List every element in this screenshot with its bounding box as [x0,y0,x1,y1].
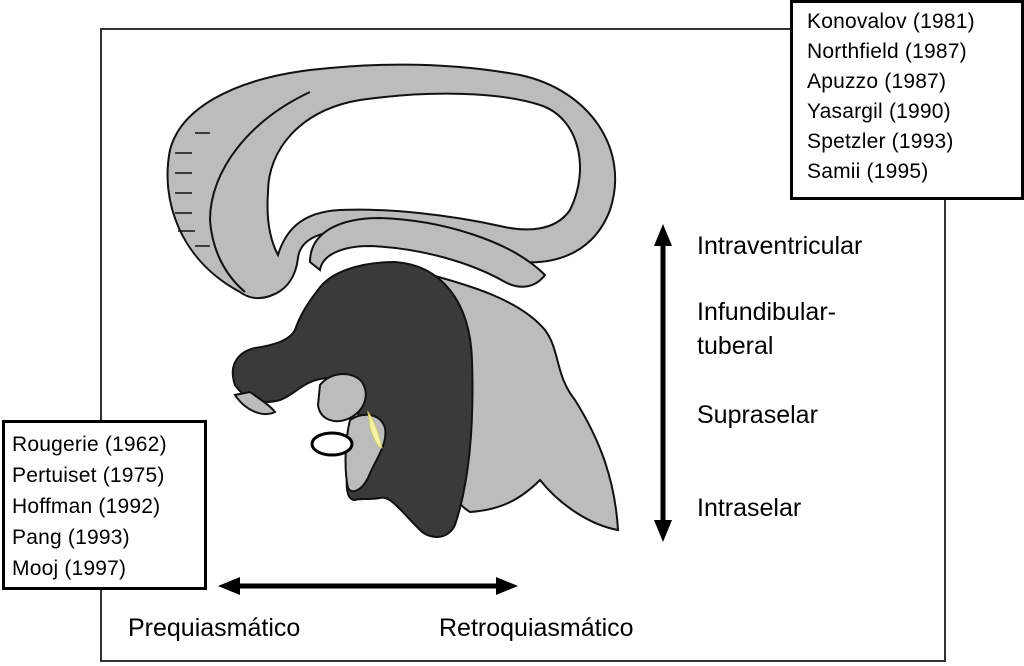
hypothalamic-dark-mass [231,260,474,538]
optic-nerve-oval [310,431,354,457]
reference-item: Pertuiset (1975) [12,464,165,487]
corpus-callosum-band [308,216,547,288]
anterior-light-lobe [233,390,277,415]
reference-item: Yasargil (1990) [807,100,951,123]
level-label-tuberal: tuberal [697,332,774,360]
references-box-top-right: Konovalov (1981) Northfield (1987) Apuzz… [790,0,1024,200]
level-label-supraselar: Supraselar [697,401,818,429]
reference-item: Samii (1995) [807,160,929,183]
cortex-tick-marks [175,132,210,247]
reference-item: Pang (1993) [12,526,130,549]
reference-item: Northfield (1987) [807,40,967,63]
vertical-level-arrow [654,224,672,542]
level-label-infundibular: Infundibular- [697,298,836,326]
reference-item: Apuzzo (1987) [807,70,947,93]
level-label-intraventricular: Intraventricular [697,232,863,260]
reference-item: Hoffman (1992) [12,495,161,518]
references-box-bottom-left: Rougerie (1962) Pertuiset (1975) Hoffman… [2,420,207,590]
optic-chiasm-region [316,373,367,423]
ventricle-cavity [266,92,581,258]
axis-label-retroquiasmatico: Retroquiasmático [439,614,634,642]
diagram-frame [100,28,946,662]
horizontal-chiasm-arrow [218,577,518,595]
references-list-bottom-left: Rougerie (1962) Pertuiset (1975) Hoffman… [12,429,204,584]
axis-label-prequiasmatico: Prequiasmático [128,614,301,642]
reference-item: Konovalov (1981) [807,10,975,33]
level-label-intraselar: Intraselar [697,494,802,522]
reference-item: Rougerie (1962) [12,433,167,456]
infundibulum-highlight [367,410,383,449]
reference-item: Mooj (1997) [12,557,127,580]
interhemispheric-line [208,91,311,293]
reference-item: Spetzler (1993) [807,130,954,153]
references-list-top-right: Konovalov (1981) Northfield (1987) Apuzz… [807,7,1021,187]
